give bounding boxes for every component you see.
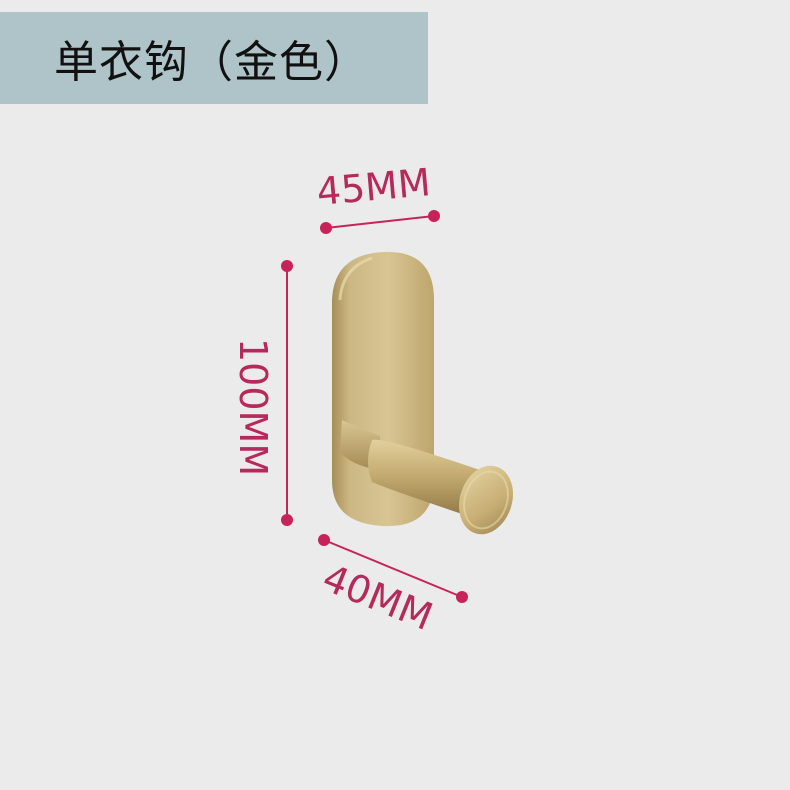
hook-arm bbox=[368, 439, 480, 520]
gold-hook bbox=[332, 251, 513, 535]
product-title: 单衣钩（金色） bbox=[54, 37, 369, 88]
dimension-label-40mm: 40MM bbox=[317, 556, 439, 639]
dimension-height: 100MM bbox=[231, 260, 293, 526]
dimension-label-45mm: 45MM bbox=[315, 160, 432, 214]
dimension-width-top: 45MM bbox=[315, 160, 440, 234]
dimension-width-bottom: 40MM bbox=[317, 534, 468, 639]
title-banner: 单衣钩（金色） bbox=[0, 12, 428, 104]
dimension-label-100mm: 100MM bbox=[231, 338, 275, 476]
